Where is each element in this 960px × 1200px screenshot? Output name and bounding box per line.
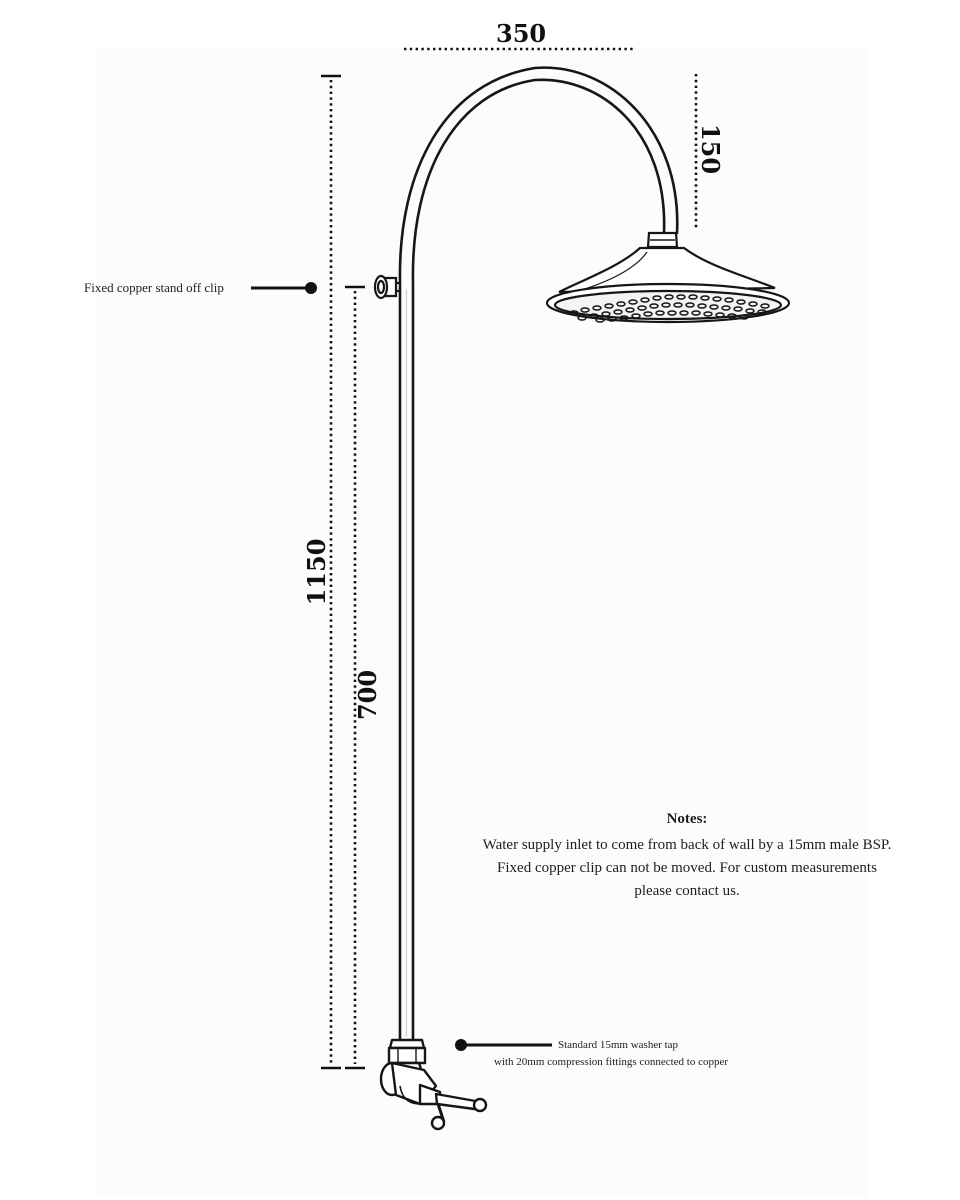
dimension-total-height-label: 1150 xyxy=(302,538,331,606)
tap-leader-line xyxy=(455,1039,552,1051)
tap-callout-label-line-2: with 20mm compression fittings connected… xyxy=(494,1056,729,1068)
notes-line: Water supply inlet to come from back of … xyxy=(482,837,892,853)
dimension-total-height-line xyxy=(321,74,341,1070)
dimension-width-label: 350 xyxy=(496,19,547,48)
clip-leader-line xyxy=(251,282,317,294)
shower-head xyxy=(545,231,791,324)
washer-tap xyxy=(379,1038,488,1131)
notes-block: Notes: Water supply inlet to come from b… xyxy=(460,808,914,903)
dimension-clip-height-line xyxy=(345,285,365,1070)
tap-callout-label-line-1: Standard 15mm washer tap xyxy=(558,1039,679,1051)
notes-line: Fixed copper clip can not be moved. For … xyxy=(497,860,877,876)
riser-pipe xyxy=(398,66,679,1042)
clip-callout-label: Fixed copper stand off clip xyxy=(84,280,224,295)
dimension-clip-height-label: 700 xyxy=(353,669,382,721)
dimension-drop-label: 150 xyxy=(696,123,725,175)
notes-title: Notes: xyxy=(666,811,708,827)
notes-line: please contact us. xyxy=(634,883,740,899)
standoff-clip xyxy=(373,274,401,300)
drawing-sheet xyxy=(96,48,868,1198)
